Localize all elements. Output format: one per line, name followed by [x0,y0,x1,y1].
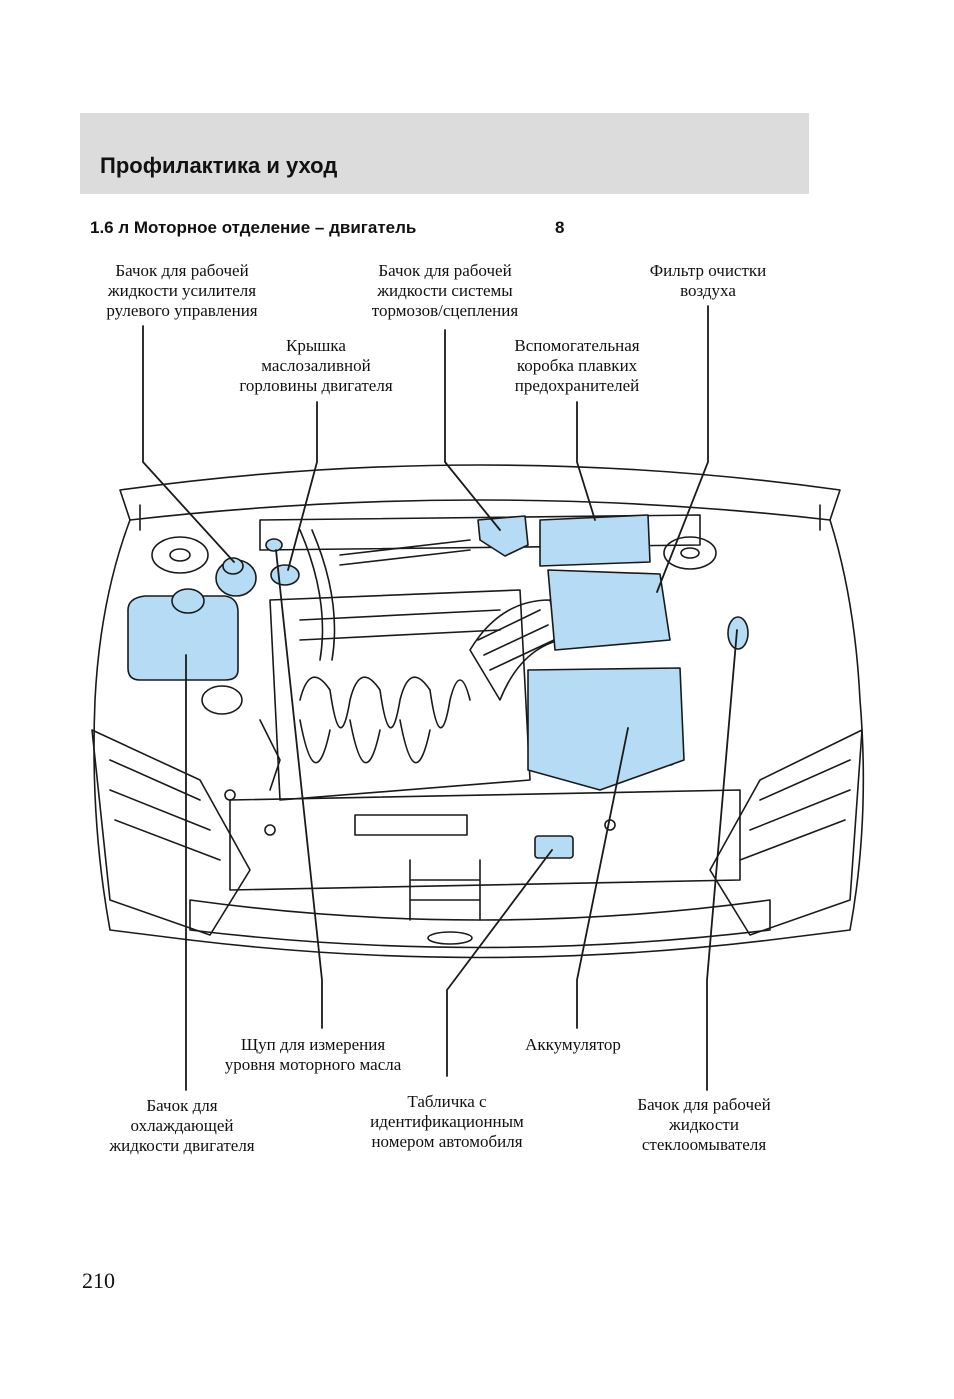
label-oil-cap: Крышка маслозаливной горловины двигателя [239,336,393,395]
leader-air-filter [656,305,709,593]
leader-washer [706,629,738,1091]
label-battery: Аккумулятор [525,1035,621,1054]
page-number: 210 [82,1268,115,1293]
leader-vin [446,849,553,1077]
dipstick-ring [265,538,283,552]
intake-manifold [299,676,471,729]
front-bumper [189,899,771,949]
label-steering-fluid: Бачок для рабочей жидкости усилителя рул… [106,261,258,320]
battery [527,667,685,791]
label-dipstick: Щуп для измерения уровня моторного масла [224,1035,402,1074]
brake-reservoir [477,515,529,557]
headlight-left [91,729,251,936]
fuse-box [539,514,651,567]
washer-cap [727,616,749,650]
leader-dipstick [275,549,323,1029]
label-air-filter: Фильтр очистки воздуха [649,261,767,300]
label-washer-fluid: Бачок для рабочей жидкости стеклоомывате… [637,1095,771,1154]
label-brake-fluid: Бачок для рабочей жидкости системы тормо… [371,261,519,320]
air-filter [547,569,671,651]
diagram-title: 1.6 л Моторное отделение – двигатель [90,218,417,237]
leader-steering [142,325,235,563]
headlight-right [709,729,863,936]
section-title: Профилактика и уход [100,153,338,178]
label-fuse-box: Вспомогательная коробка плавких предохра… [514,336,640,395]
label-vin-plate: Табличка с идентификационным номером авт… [370,1092,524,1151]
leader-battery [576,727,629,1029]
leader-oil-cap [287,401,318,571]
coolant-tank [127,595,239,681]
oil-cap [270,564,300,586]
engine-block [269,589,531,801]
diagram-number: 8 [555,218,565,237]
section-header: Профилактика и уход [80,113,809,194]
leader-fuse-box [576,401,596,521]
leader-brake [444,329,501,531]
coolant-cap [171,588,205,614]
vin-plate [534,835,574,859]
hood-outline [119,464,841,521]
label-coolant: Бачок для охлаждающей жидкости двигателя [109,1096,255,1155]
